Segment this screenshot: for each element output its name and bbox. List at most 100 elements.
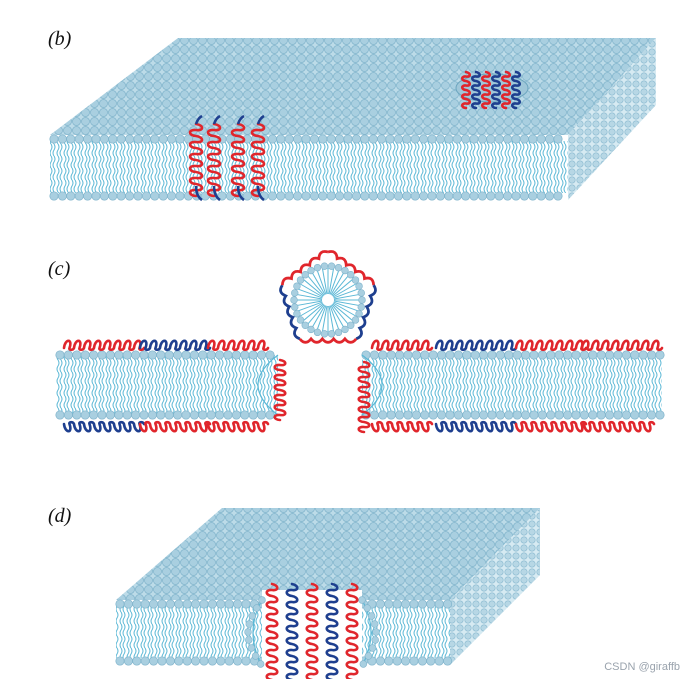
lipid-headgroup — [461, 192, 469, 200]
lipid-headgroup — [547, 411, 555, 419]
lipid-headgroup — [377, 135, 385, 143]
micelle-headgroup — [335, 329, 342, 336]
lipid-headgroup — [488, 351, 496, 359]
lipid-headgroup — [89, 351, 97, 359]
lipid-headgroup — [352, 192, 360, 200]
lipid-headgroup — [266, 351, 274, 359]
lipid-headgroup — [89, 411, 97, 419]
lipid-headgroup — [158, 657, 166, 665]
micelle-headgroup — [358, 304, 365, 311]
micelle-headgroup — [297, 277, 304, 284]
pore-headgroup — [253, 605, 260, 612]
lipid-headgroup — [385, 600, 393, 608]
watermark-text: CSDN @giraffb — [604, 661, 680, 673]
lipid-headgroup — [335, 192, 343, 200]
lipid-headgroup — [157, 411, 165, 419]
lipid-headgroup — [151, 192, 159, 200]
lipid-headgroup — [100, 135, 108, 143]
pore-headgroup — [248, 645, 255, 652]
lipid-headgroup — [140, 411, 148, 419]
lipid-headgroup — [217, 657, 225, 665]
lipid-headgroup — [393, 657, 401, 665]
micelle-headgroup — [356, 310, 363, 317]
lipid-headgroup — [530, 351, 538, 359]
lipid-headgroup — [369, 135, 377, 143]
lipid-headgroup — [125, 135, 133, 143]
surface-helix — [482, 72, 490, 108]
lipid-headgroup — [377, 192, 385, 200]
lipid-headgroup — [446, 411, 454, 419]
micelle-headgroup — [291, 297, 298, 304]
carpet-helix — [372, 341, 432, 350]
lipid-headgroup — [73, 351, 81, 359]
lipid-headgroup — [125, 192, 133, 200]
lipid-headgroup — [344, 192, 352, 200]
lipid-headgroup — [478, 192, 486, 200]
lipid-headgroup — [200, 657, 208, 665]
lipid-headgroup — [106, 351, 114, 359]
carpet-helix — [582, 341, 662, 350]
lipid-headgroup — [520, 192, 528, 200]
lipid-headgroup — [495, 135, 503, 143]
lipid-headgroup — [572, 351, 580, 359]
lipid-headgroup — [100, 192, 108, 200]
lipid-headgroup — [622, 411, 630, 419]
lipid-headgroup — [67, 192, 75, 200]
lipid-headgroup — [461, 135, 469, 143]
lipid-headgroup — [394, 192, 402, 200]
lipid-headgroup — [257, 411, 265, 419]
lipid-headgroup — [208, 657, 216, 665]
lipid-headgroup — [352, 135, 360, 143]
lipid-headgroup — [257, 351, 265, 359]
lipid-headgroup — [446, 351, 454, 359]
lipid-headgroup — [58, 135, 66, 143]
lipid-headgroup — [403, 192, 411, 200]
lipid-headgroup — [605, 411, 613, 419]
micelle-headgroup — [291, 304, 298, 311]
lipid-headgroup — [183, 657, 191, 665]
lipid-headgroup — [404, 411, 412, 419]
lipid-headgroup — [124, 657, 132, 665]
micelle-headgroup — [335, 264, 342, 271]
lipid-headgroup — [379, 411, 387, 419]
lipid-headgroup — [445, 192, 453, 200]
pore-headgroup — [371, 621, 378, 628]
lipid-headgroup — [92, 135, 100, 143]
lipid-headgroup — [370, 411, 378, 419]
micelle-headgroup — [302, 322, 309, 329]
lipid-headgroup — [75, 135, 83, 143]
carpet-helix — [140, 422, 210, 431]
lipid-headgroup — [471, 411, 479, 419]
micelle-headgroup — [308, 267, 315, 274]
surface-helix — [472, 72, 480, 108]
lipid-headgroup — [639, 411, 647, 419]
lipid-headgroup — [64, 411, 72, 419]
carpet-helix — [208, 341, 268, 350]
lipid-headgroup — [285, 135, 293, 143]
lipid-headgroup — [232, 411, 240, 419]
lipid-headgroup — [215, 411, 223, 419]
lipid-headgroup — [580, 411, 588, 419]
right-bilayer-tails — [362, 355, 662, 415]
pore-headgroup — [257, 661, 264, 668]
lipid-headgroup — [529, 135, 537, 143]
lipid-headgroup — [387, 411, 395, 419]
lipid-headgroup — [224, 351, 232, 359]
membrane-b-front-head-top — [50, 135, 562, 143]
lipid-headgroup — [554, 192, 562, 200]
carpet-helix — [436, 341, 516, 350]
micelle-headgroup — [294, 283, 301, 290]
lipid-headgroup — [393, 600, 401, 608]
lipid-headgroup — [555, 351, 563, 359]
lipid-headgroup — [395, 351, 403, 359]
lipid-headgroup — [538, 351, 546, 359]
lipid-headgroup — [199, 351, 207, 359]
lipid-headgroup — [376, 657, 384, 665]
lipid-headgroup — [98, 411, 106, 419]
lipid-headgroup — [361, 192, 369, 200]
lipid-headgroup — [149, 600, 157, 608]
lipid-headgroup — [50, 192, 58, 200]
lipid-headgroup — [115, 351, 123, 359]
pore-headgroup — [369, 645, 376, 652]
lipid-headgroup — [134, 135, 142, 143]
